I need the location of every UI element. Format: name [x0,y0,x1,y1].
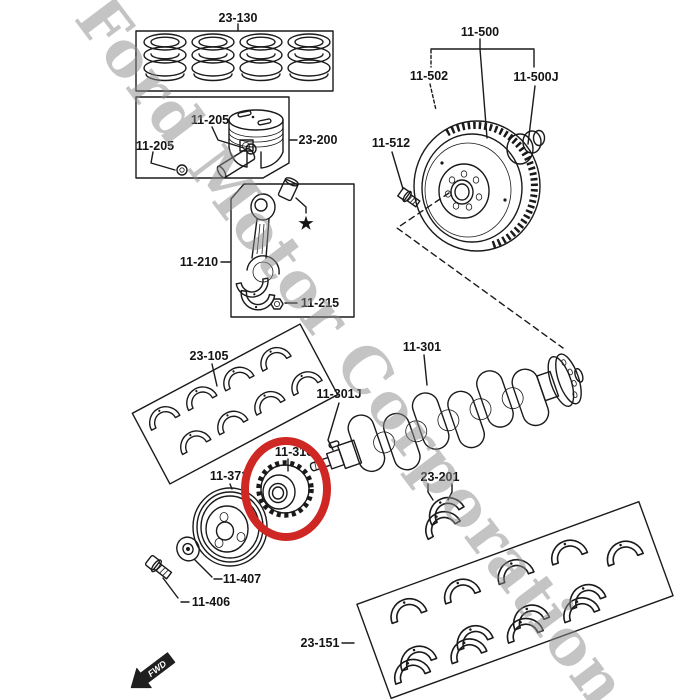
crankshaft-gear-group: 11-316 [256,445,314,518]
piston-group: 11-205 11-205 23-200 [135,96,338,179]
label-flywheel-bolt: 11-512 [372,136,410,150]
label-piston-ring-set: 23-130 [219,11,258,25]
label-piston: 23-200 [299,133,338,147]
label-upper-main-bearing-set: 23-105 [190,349,229,363]
flywheel-bolt-drawing [397,187,421,208]
label-flywheel-assembly: 11-500 [461,25,499,39]
label-crankshaft: 11-301 [403,340,441,354]
thrust-bearing-group: 23-201 [414,470,469,539]
label-connecting-rod-nut: 11-215 [301,296,339,310]
pulley-group: 11-371 11-407 11-406 [144,469,268,609]
label-pin-clip-upper: 11-205 [191,113,229,127]
upper-main-bearing-group: 23-105 [131,323,339,485]
label-thrust-bearing: 23-201 [421,470,460,484]
label-pulley-washer: 11-407 [223,572,261,586]
pin-clip-lower-drawing [176,164,188,176]
label-crankshaft-key: 11-301J [316,387,361,401]
label-lower-main-bearing-set: 23-151 [301,636,340,650]
label-connecting-rod: 11-210 [180,255,218,269]
pulley-bolt-drawing [144,554,173,580]
label-crankshaft-pulley: 11-371 [210,469,248,483]
flywheel-group: 11-500 11-502 11-500J 11-512 [372,25,564,349]
lower-main-bearing-group: 23-151 [301,501,674,699]
piston-ring-set-group: 23-130 [135,11,334,92]
label-ring-gear: 11-500J [513,70,558,84]
label-pin-clip-lower: 11-205 [136,139,174,153]
pin-clip-upper-drawing [245,143,257,155]
star-symbol: ★ [298,214,314,233]
label-pulley-bolt: 11-406 [192,595,230,609]
fwd-arrow: FWD [130,652,176,689]
label-crankshaft-gear: 11-316 [275,445,313,459]
connecting-rod-group: ★ 11-215 11-210 [180,177,355,318]
label-flywheel: 11-502 [410,69,448,83]
